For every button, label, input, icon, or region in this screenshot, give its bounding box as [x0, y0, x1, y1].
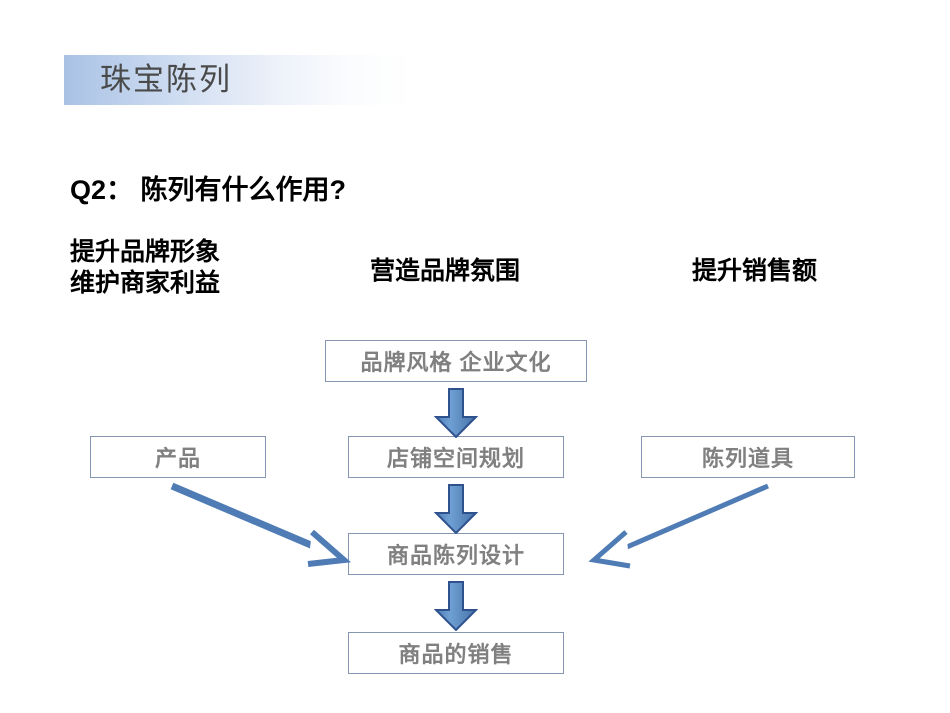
flow-box-merchandise-sales[interactable]: 商品的销售: [348, 632, 564, 674]
title-banner: [64, 55, 414, 105]
flow-box-product[interactable]: 产品: [90, 436, 266, 478]
benefit-line-2: 维护商家利益: [70, 269, 221, 297]
page-title: 珠宝陈列: [100, 62, 232, 97]
block-arrow-down-icon: [434, 581, 478, 631]
block-arrow-down-icon: [434, 484, 478, 534]
block-arrow-down-icon: [434, 388, 478, 438]
flow-box-display-props[interactable]: 陈列道具: [641, 436, 855, 478]
flow-box-store-space-plan[interactable]: 店铺空间规划: [348, 436, 564, 478]
diagonal-arrow-left-icon: [588, 483, 769, 569]
benefit-caption-increase-sales: 提升销售额: [692, 256, 817, 287]
diagonal-arrow-right-icon: [170, 482, 352, 567]
question-heading: Q2： 陈列有什么作用?: [70, 175, 347, 205]
benefit-line-1: 提升品牌形象: [70, 238, 221, 266]
flow-box-merchandise-display-design[interactable]: 商品陈列设计: [348, 533, 564, 575]
flow-box-brand-style-culture[interactable]: 品牌风格 企业文化: [325, 340, 587, 382]
benefit-caption-brand-image: 提升品牌形象 维护商家利益: [70, 237, 220, 299]
benefit-line-1: 营造品牌氛围: [370, 257, 521, 285]
benefit-line-1: 提升销售额: [692, 257, 818, 285]
benefit-caption-brand-atmosphere: 营造品牌氛围: [370, 256, 520, 287]
